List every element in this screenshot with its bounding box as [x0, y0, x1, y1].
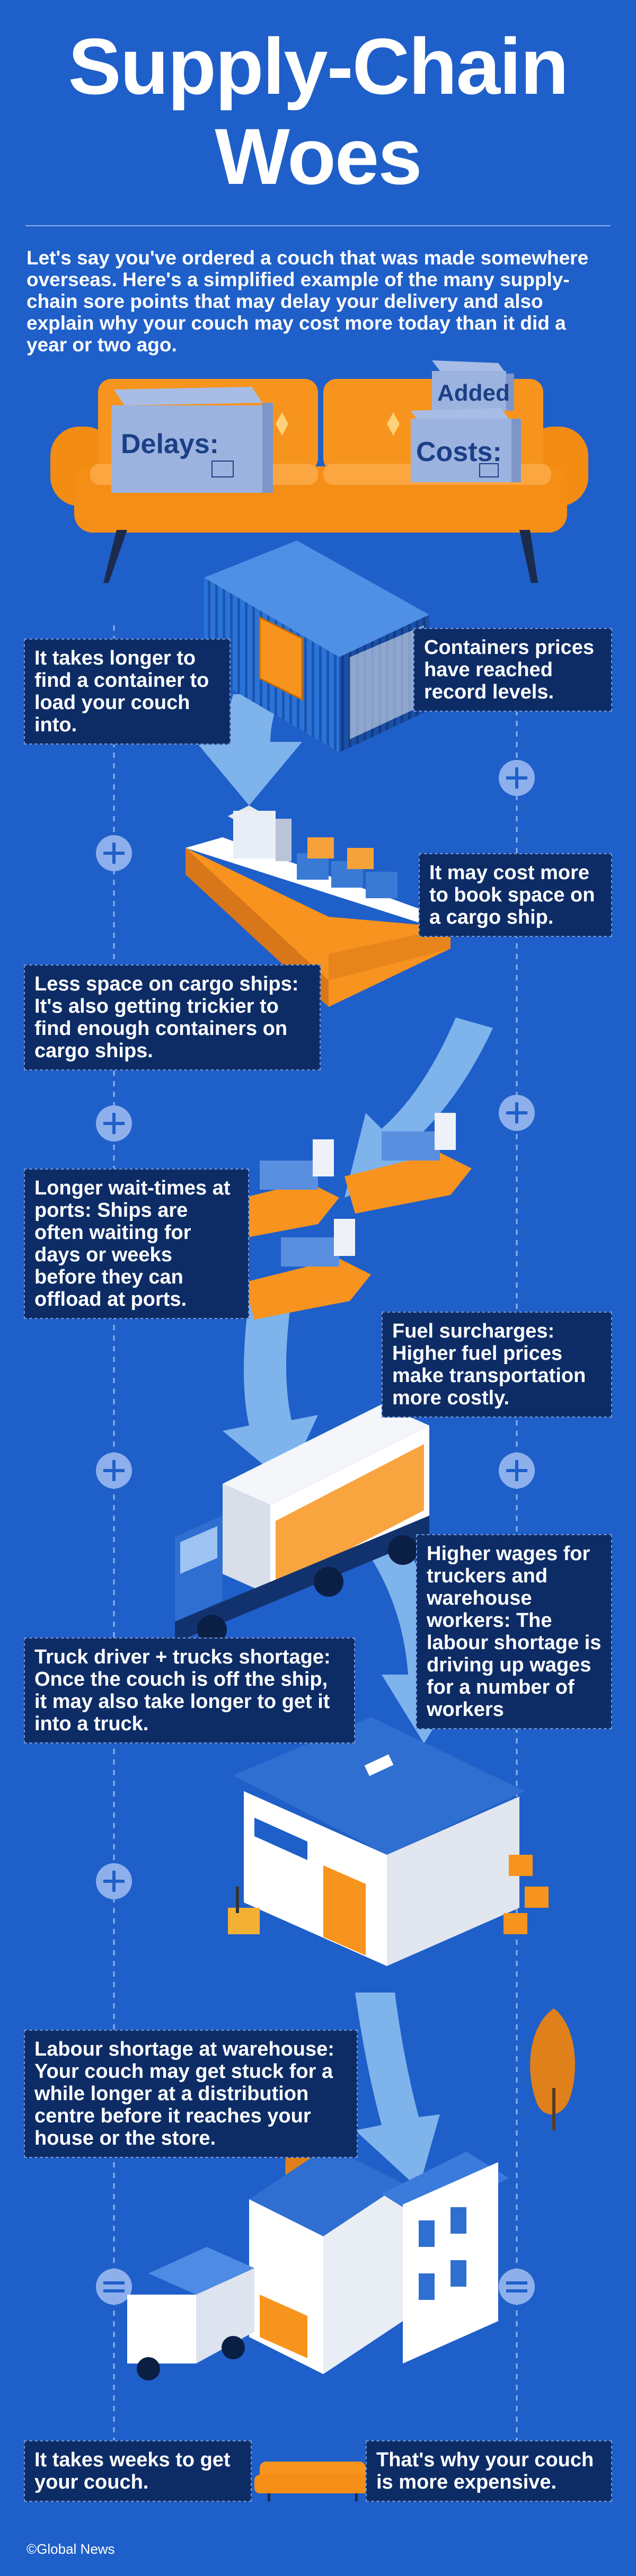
equals-marker-icon: [96, 2269, 132, 2305]
label-container-time: It takes longer to find a container to l…: [24, 639, 231, 745]
plus-marker-icon: [96, 1105, 132, 1141]
plus-marker-icon: [499, 1095, 535, 1131]
house-illustration: [249, 2146, 509, 2374]
added-box-illustration: [432, 360, 514, 411]
flow-arrow-1: [196, 694, 302, 805]
added-box-text: Added: [437, 380, 510, 406]
flow-arrow-5: [355, 1993, 440, 2189]
label-wages: Higher wages for truckers and warehouse …: [416, 1534, 612, 1729]
shipping-container-illustration: [204, 541, 429, 753]
costs-box-text: Costs:: [416, 437, 502, 467]
plus-marker-icon: [499, 1453, 535, 1489]
delivery-van-illustration: [127, 2247, 254, 2380]
label-port-waits: Longer wait-times at ports: Ships are of…: [24, 1169, 249, 1319]
label-expensive: That's why your couch is more expensive.: [366, 2440, 612, 2502]
warehouse-illustration: [228, 1717, 549, 1966]
plus-marker-icon: [96, 1453, 132, 1489]
label-less-space: Less space on cargo ships: It's also get…: [24, 964, 321, 1070]
plus-marker-icon: [96, 835, 132, 871]
truck-illustration: [175, 1404, 429, 1644]
cargo-ship-illustration: [186, 805, 456, 1007]
ships-at-port-illustration: [223, 1113, 472, 1320]
label-ship-cost: It may cost more to book space on a carg…: [419, 853, 612, 937]
title-line-2: Woes: [215, 112, 422, 201]
intro-paragraph: Let's say you've ordered a couch that wa…: [26, 247, 589, 356]
plus-marker-icon: [499, 760, 535, 796]
title-divider: [25, 225, 611, 226]
delays-box-text: Delays:: [121, 429, 219, 459]
label-container-prices: Containers prices have reached record le…: [413, 628, 612, 712]
label-fuel: Fuel surcharges: Higher fuel prices make…: [382, 1312, 612, 1418]
title-line-1: Supply-Chain: [68, 22, 569, 111]
flow-arrow-3: [223, 1298, 318, 1484]
label-weeks: It takes weeks to get your couch.: [24, 2440, 252, 2502]
costs-box-illustration: [411, 408, 521, 482]
label-warehouse: Labour shortage at warehouse: Your couch…: [24, 2030, 358, 2158]
footer-credit: ©Global News: [26, 2541, 115, 2557]
plus-marker-icon: [96, 1863, 132, 1899]
equals-marker-icon: [499, 2269, 535, 2305]
tree-illustration: [530, 2008, 575, 2130]
label-truck-shortage: Truck driver + trucks shortage: Once the…: [24, 1637, 355, 1743]
small-couch-illustration: [254, 2462, 371, 2501]
delays-box-illustration: [111, 387, 273, 493]
